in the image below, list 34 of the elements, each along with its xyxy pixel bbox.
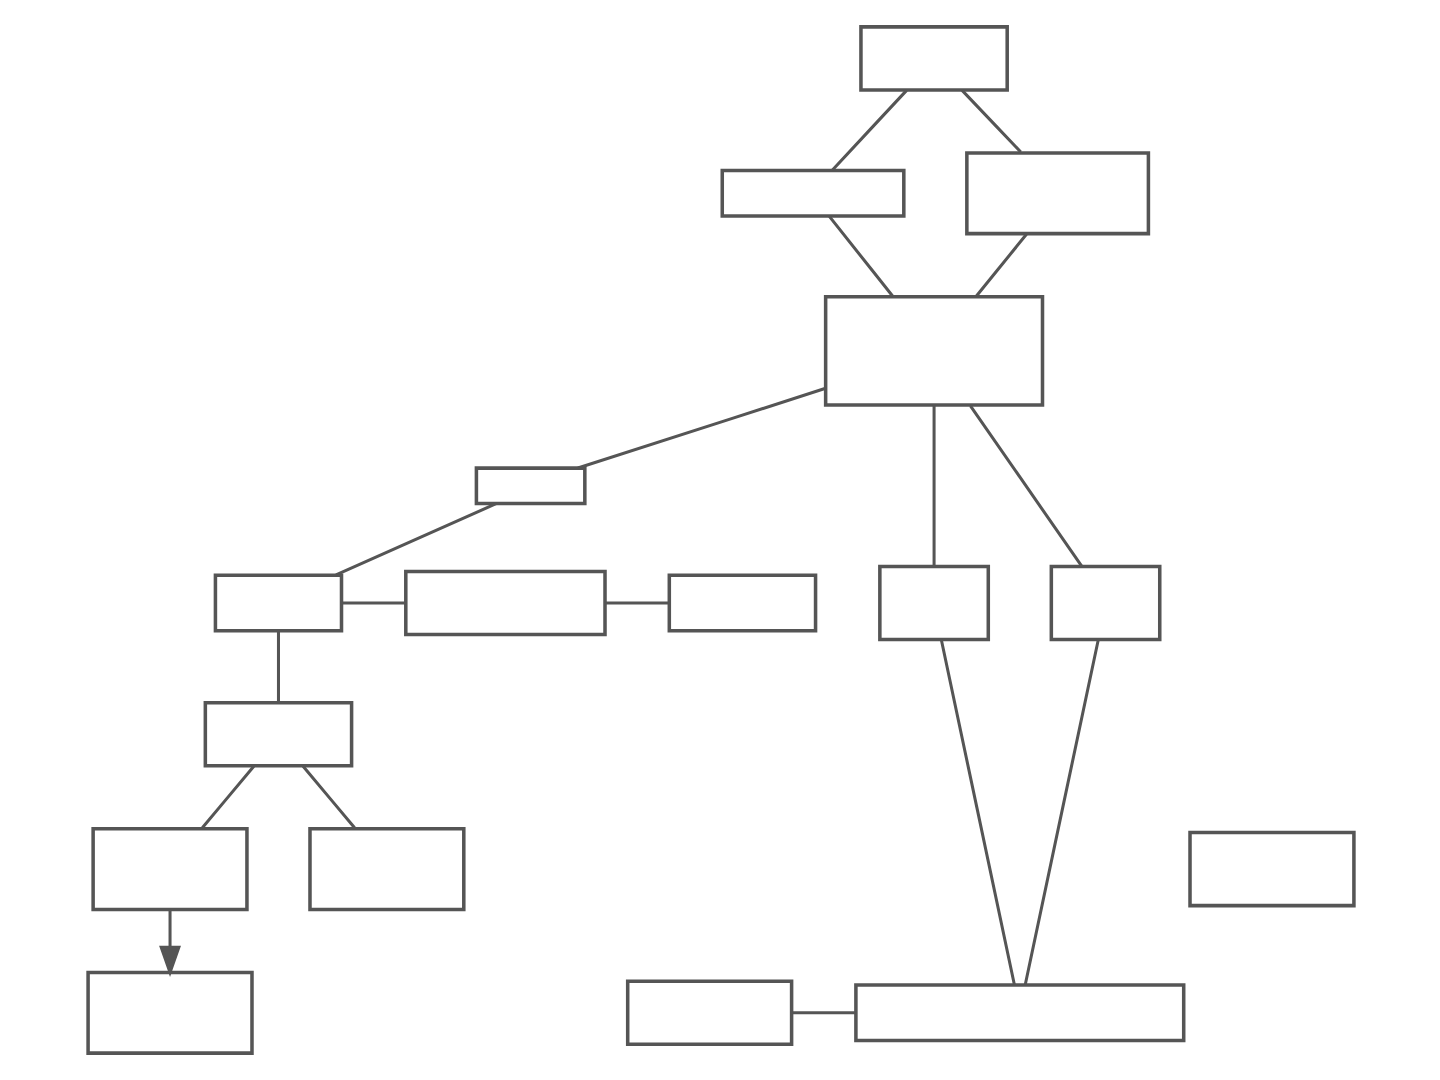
node-box [822, 294, 1044, 407]
connector [1022, 639, 1099, 985]
node-box [1187, 830, 1355, 908]
connector [931, 405, 935, 567]
node-box [719, 168, 905, 218]
node-box [212, 573, 343, 633]
connector [200, 765, 254, 829]
connector [974, 233, 1027, 297]
connector [791, 1011, 855, 1015]
connector [960, 89, 1021, 154]
node-box [877, 564, 990, 642]
connector [827, 215, 893, 297]
connector [334, 502, 497, 577]
connector [830, 89, 907, 171]
node-box [853, 983, 1185, 1043]
connector [341, 601, 405, 605]
node-box [624, 979, 793, 1047]
node-box [666, 573, 817, 633]
node-box [90, 826, 248, 912]
connector [300, 765, 355, 829]
node-box [403, 569, 606, 637]
node-box [964, 151, 1150, 236]
connector [576, 387, 825, 470]
connector [938, 639, 1015, 985]
connector [968, 404, 1083, 568]
node-box [473, 466, 586, 506]
node-box [85, 970, 253, 1055]
connector [604, 601, 668, 605]
node-box [307, 826, 465, 912]
node-box [202, 700, 353, 768]
node-box [858, 25, 1008, 92]
connector [275, 631, 279, 703]
arrow [158, 909, 180, 977]
node-box [1048, 564, 1161, 642]
